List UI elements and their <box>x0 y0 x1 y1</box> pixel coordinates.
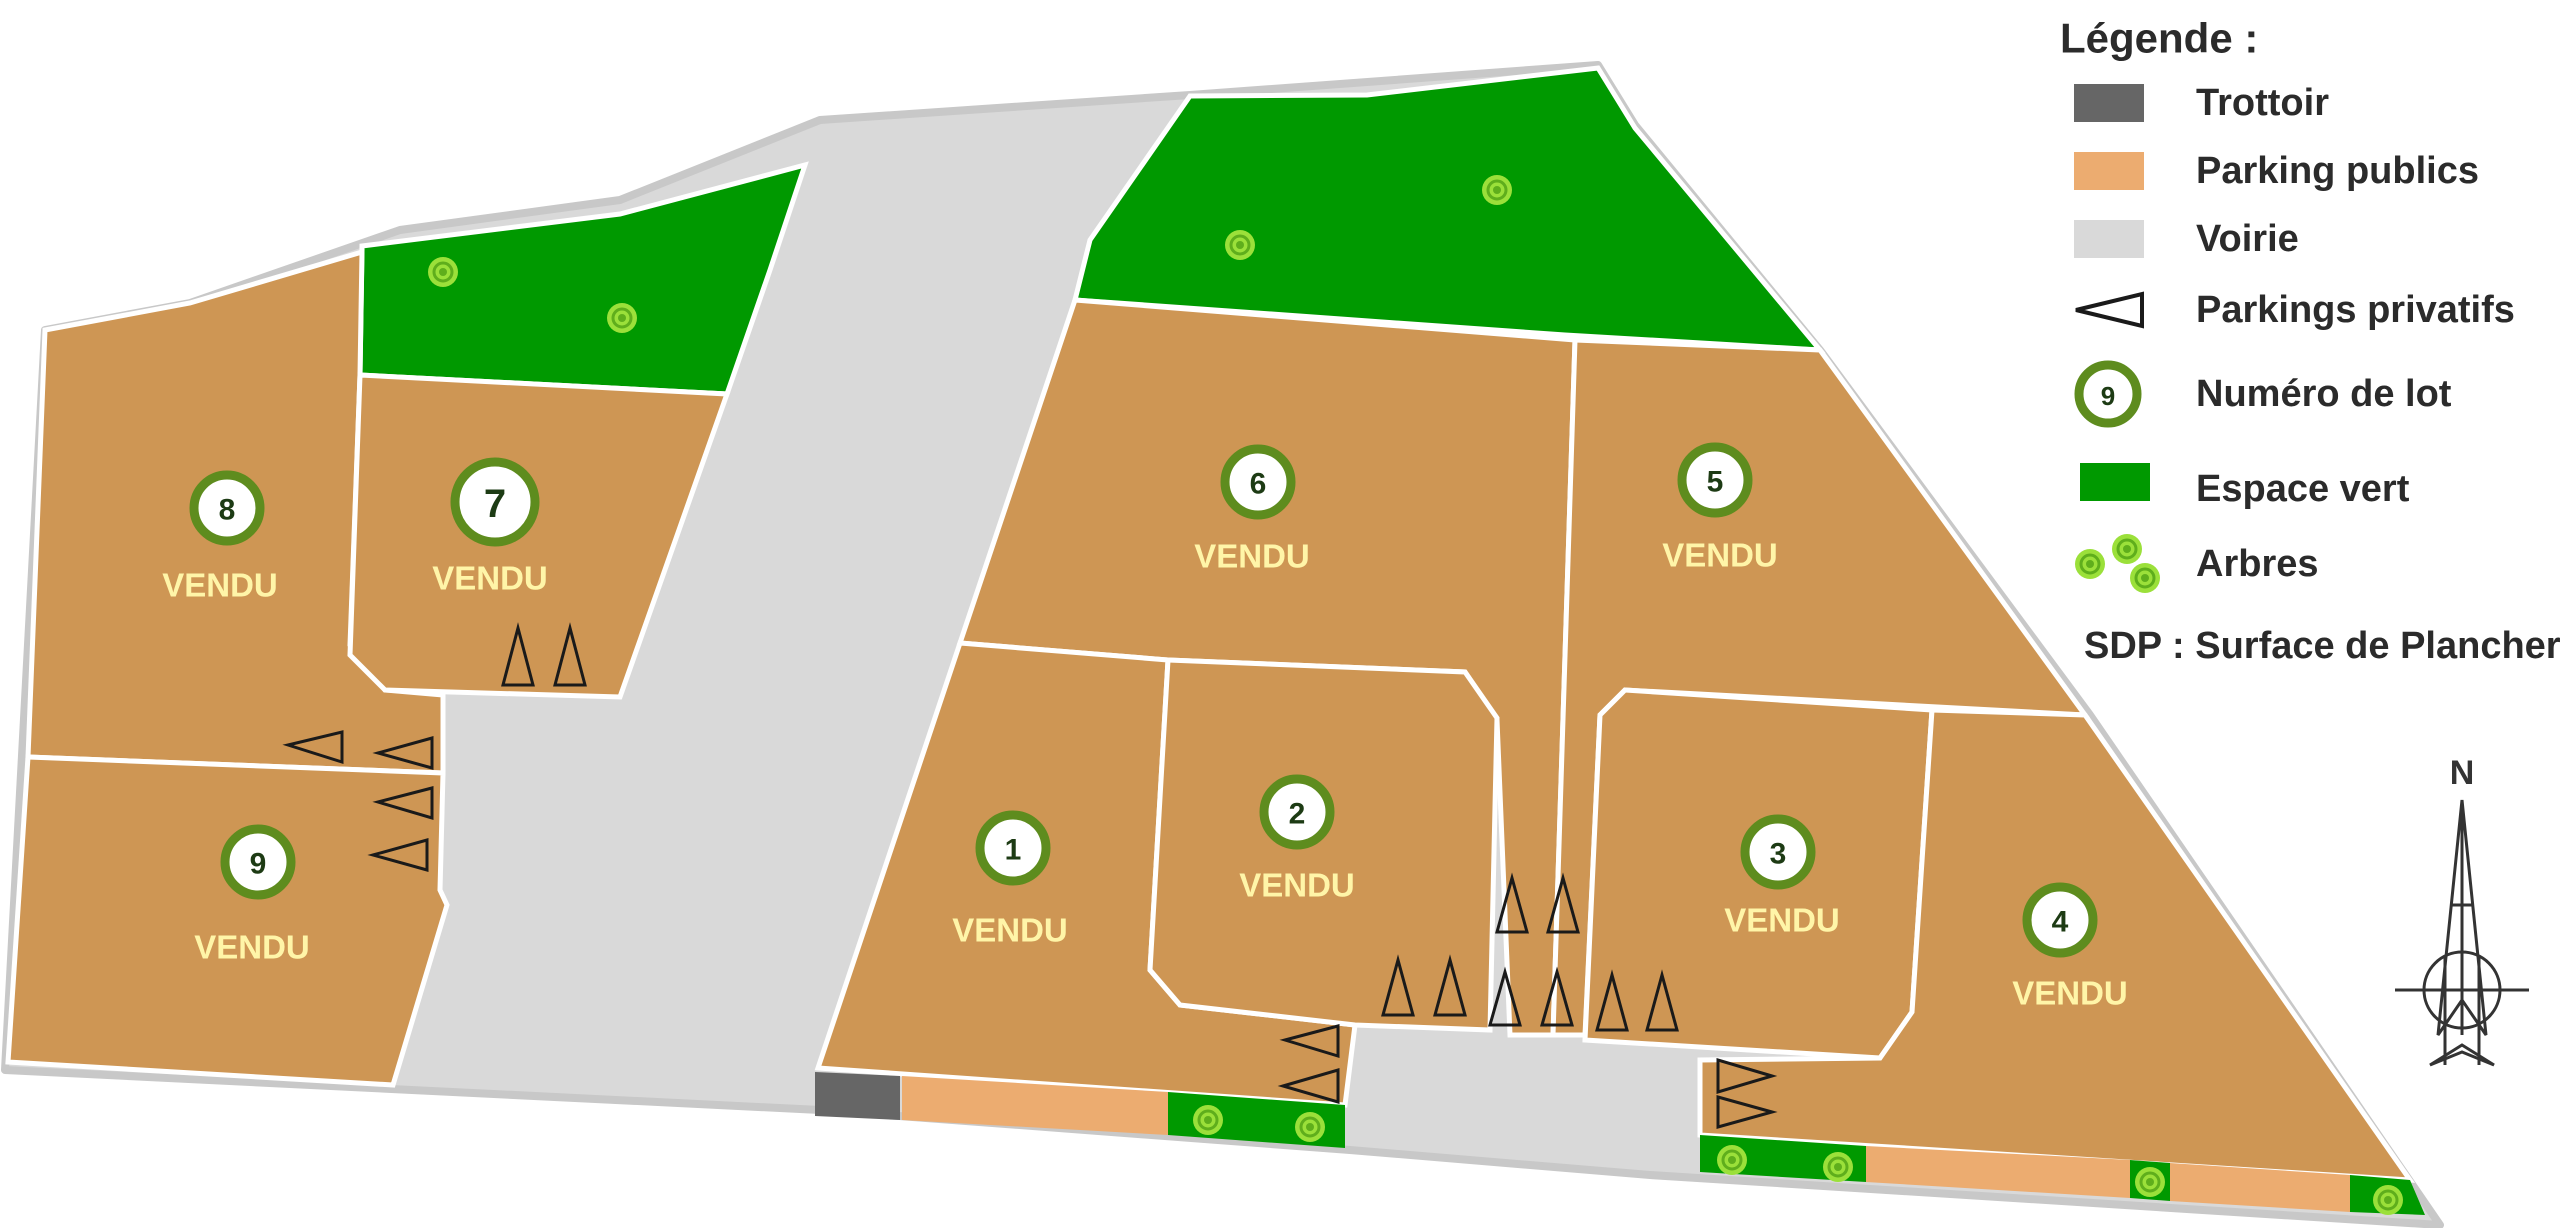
lot-number-badge: 5 <box>1677 442 1753 518</box>
private-parking-triangle-icon <box>2075 291 2144 329</box>
lot-9 <box>5 754 450 1088</box>
lot-number-badge: 4 <box>2022 882 2098 958</box>
private-parking-triangle <box>282 730 344 765</box>
private-parking-triangle <box>1716 1057 1778 1095</box>
private-parking-triangle <box>367 838 429 872</box>
legend-label-numero-de-lot: Numéro de lot <box>2196 373 2452 415</box>
lot-7 <box>347 372 731 700</box>
tree-icon <box>426 255 460 289</box>
green-space-west <box>357 161 809 397</box>
svg-text:9: 9 <box>2101 381 2115 411</box>
lot-status-label: VENDU <box>432 560 548 597</box>
private-parking-triangle <box>372 736 434 770</box>
legend-label-parkings-privatifs: Parkings privatifs <box>2196 289 2515 331</box>
private-parking-triangle <box>1595 969 1629 1032</box>
lot-status-label: VENDU <box>1724 902 1840 939</box>
tree-icon <box>2133 1165 2167 1199</box>
private-parking-triangle <box>1546 872 1580 934</box>
lot-number-badge: 3 <box>1740 814 1816 890</box>
tree-icon <box>1293 1110 1327 1144</box>
lot-number: 7 <box>484 482 506 526</box>
sdp-note: SDP : Surface de Plancher <box>2084 625 2560 667</box>
tree-icon <box>2371 1183 2405 1217</box>
legend-label-trottoir: Trottoir <box>2196 82 2329 124</box>
private-parking-triangle <box>553 622 587 687</box>
lot-number: 5 <box>1707 466 1724 499</box>
lot-number: 2 <box>1289 798 1306 831</box>
private-parking-triangle <box>1716 1095 1778 1129</box>
lot-number: 1 <box>1005 834 1022 867</box>
legend-label-espace-vert: Espace vert <box>2196 468 2410 510</box>
lot-status-label: VENDU <box>1662 537 1778 574</box>
public-parking-swatch <box>2074 152 2144 190</box>
lot-number: 3 <box>1770 838 1787 871</box>
lot-number-badge-icon: 9 <box>2074 360 2142 428</box>
public-parking-strip-east-2 <box>2170 1163 2350 1212</box>
legend-label-voirie: Voirie <box>2196 218 2299 260</box>
lot-status-label: VENDU <box>194 929 310 966</box>
sidewalk-strip <box>815 1072 900 1120</box>
lot-number-badge: 2 <box>1259 774 1335 850</box>
lot-status-label: VENDU <box>1239 867 1355 904</box>
lot-2 <box>1147 657 1500 1033</box>
private-parking-triangle <box>1495 872 1529 934</box>
private-parking-triangle <box>372 786 434 821</box>
lot-number-badge: 8 <box>189 470 265 546</box>
legend-label-arbres: Arbres <box>2196 543 2319 585</box>
private-parking-triangle <box>1645 969 1679 1032</box>
north-arrow-icon: N <box>2395 754 2529 1067</box>
lot-number-badge: 1 <box>975 810 1051 886</box>
green-space-swatch <box>2080 463 2150 501</box>
public-parking-strip-west <box>902 1076 1168 1135</box>
private-parking-triangle <box>501 622 535 687</box>
tree-icon <box>605 301 639 335</box>
sidewalk-swatch <box>2074 84 2144 122</box>
legend: Légende : Trottoir Parking publics Voiri… <box>2060 15 2560 668</box>
north-label: N <box>2450 754 2475 792</box>
legend-label-parking-publics: Parking publics <box>2196 150 2479 192</box>
lot-number-badge: 6 <box>1220 444 1296 520</box>
lot-number-badge: 9 <box>220 824 296 900</box>
private-parking-triangle <box>1488 966 1522 1027</box>
lot-number: 6 <box>1250 468 1267 501</box>
lot-status-label: VENDU <box>952 912 1068 949</box>
private-parking-triangle <box>1381 954 1415 1017</box>
tree-icon <box>1480 173 1514 207</box>
public-parking-strip-east <box>1866 1146 2130 1198</box>
tree-icon <box>1191 1103 1225 1137</box>
tree-icon <box>1821 1150 1855 1184</box>
lot-number-badge: 7 <box>450 457 540 547</box>
lot-number: 4 <box>2052 906 2069 939</box>
tree-icon <box>1715 1143 1749 1177</box>
lot-status-label: VENDU <box>162 567 278 604</box>
tree-icon <box>2073 532 2162 595</box>
tree-icon <box>1223 228 1257 262</box>
private-parking-triangle <box>1540 966 1574 1027</box>
private-parking-triangle <box>1277 1068 1340 1104</box>
lot-number: 9 <box>250 848 267 881</box>
legend-title: Légende : <box>2060 15 2258 62</box>
private-parkings <box>282 622 1778 1129</box>
private-parking-triangle <box>1433 954 1467 1017</box>
lot-status-label: VENDU <box>2012 975 2128 1012</box>
lot-status-label: VENDU <box>1194 538 1310 575</box>
road-swatch <box>2074 220 2144 258</box>
private-parking-triangle <box>1279 1024 1340 1059</box>
lot-number: 8 <box>219 494 236 527</box>
